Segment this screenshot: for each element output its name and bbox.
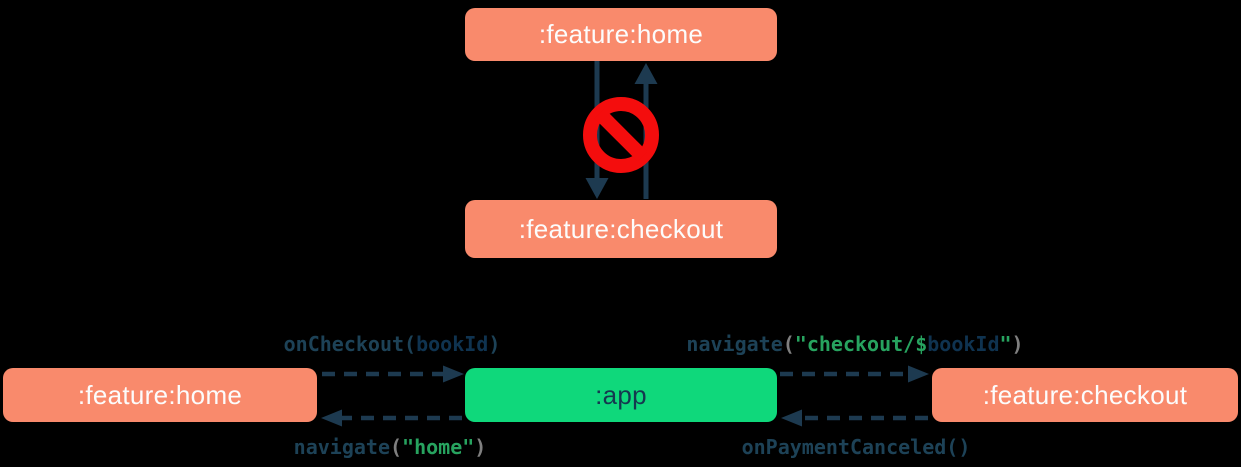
checkout-to-app-arrow [781,409,928,427]
module-box-feature-checkout: :feature:checkout [932,368,1238,422]
code-token: "checkout/$ [794,332,928,356]
arrowhead-left [781,409,802,427]
code-label-navigate-checkout: navigate("checkout/$bookId") [686,332,1023,356]
arrowhead-right [908,365,929,383]
code-token: onCheckout [283,332,405,356]
home-to-checkout-arrow [585,61,609,199]
app-to-home-arrow [321,409,462,427]
code-token: " [999,332,1012,356]
code-token: bookId [927,332,1000,356]
code-token: () [946,435,971,459]
module-box-feature-checkout-top: :feature:checkout [465,200,777,258]
code-token: ( [389,435,403,459]
code-token: onPaymentCanceled [741,435,947,459]
code-label-on-payment-canceled: onPaymentCanceled() [742,435,971,459]
arrowhead-down [585,178,609,199]
code-label-on-checkout: onCheckout(bookId) [284,332,501,356]
code-token: bookId [416,332,489,356]
module-box-feature-home-top: :feature:home [465,8,777,61]
code-token: ( [782,332,795,356]
code-token: navigate [293,435,390,459]
code-token: ) [488,332,501,356]
no-entry-icon [583,97,659,173]
module-box-feature-home: :feature:home [3,368,317,422]
code-token: ( [404,332,417,356]
arrowhead-up [634,63,658,84]
app-to-checkout-arrow [780,365,929,383]
module-box-app: :app [465,368,777,422]
arrowhead-left [321,409,342,427]
no-entry-ring [583,97,659,173]
checkout-to-home-arrow [634,63,658,199]
home-to-app-arrow [322,365,464,383]
code-token: "home" [402,435,475,459]
code-token: ) [1011,332,1024,356]
no-entry-slash [594,108,648,162]
code-token: ) [474,435,487,459]
code-token: navigate [686,332,783,356]
code-label-navigate-home: navigate("home") [294,435,487,459]
arrowhead-right [443,365,464,383]
